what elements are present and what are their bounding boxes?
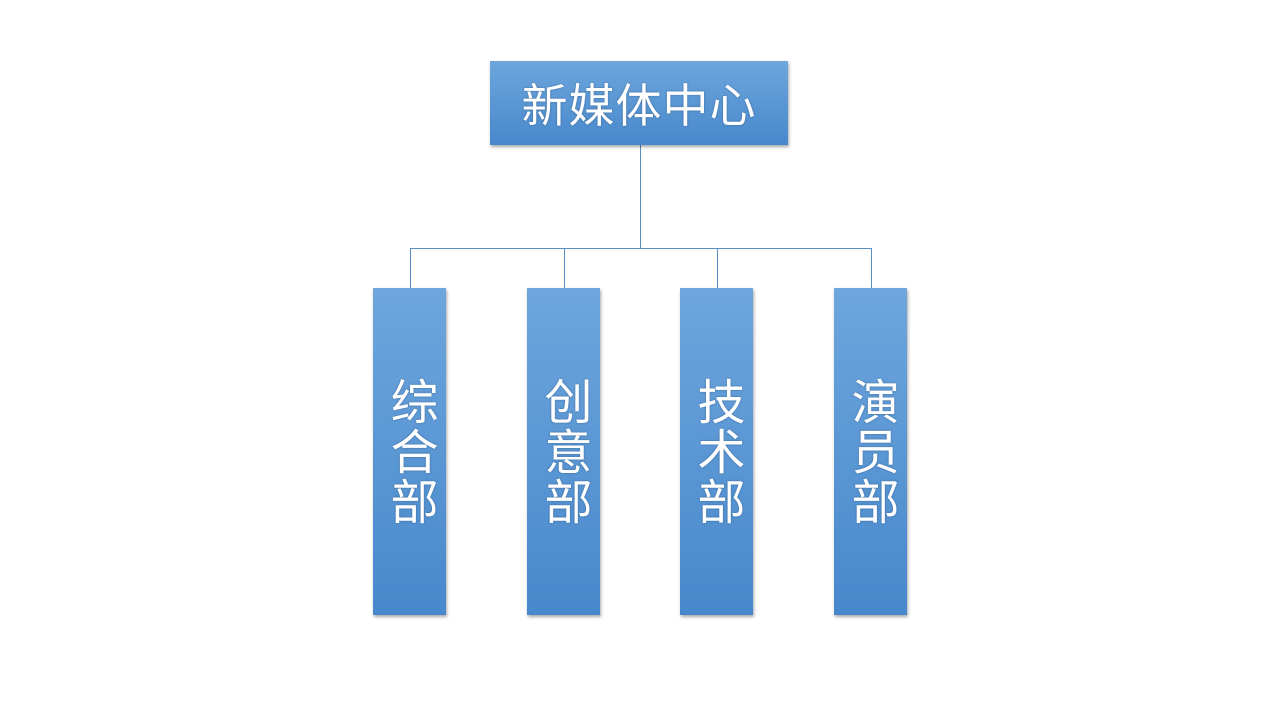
department-label: 综合部 — [381, 376, 438, 527]
connector-branch-3 — [717, 248, 718, 288]
department-node-general: 综合部 — [373, 288, 446, 615]
department-node-tech: 技术部 — [680, 288, 753, 615]
connector-horizontal — [410, 248, 872, 249]
department-node-creative: 创意部 — [527, 288, 600, 615]
connector-branch-2 — [564, 248, 565, 288]
connector-branch-4 — [871, 248, 872, 288]
department-label: 技术部 — [688, 376, 745, 527]
department-label: 创意部 — [535, 376, 592, 527]
connector-root-vertical — [640, 145, 641, 249]
department-label: 演员部 — [842, 376, 899, 527]
root-node: 新媒体中心 — [490, 61, 788, 145]
department-node-actors: 演员部 — [834, 288, 907, 615]
connector-branch-1 — [410, 248, 411, 288]
root-label: 新媒体中心 — [521, 79, 757, 133]
